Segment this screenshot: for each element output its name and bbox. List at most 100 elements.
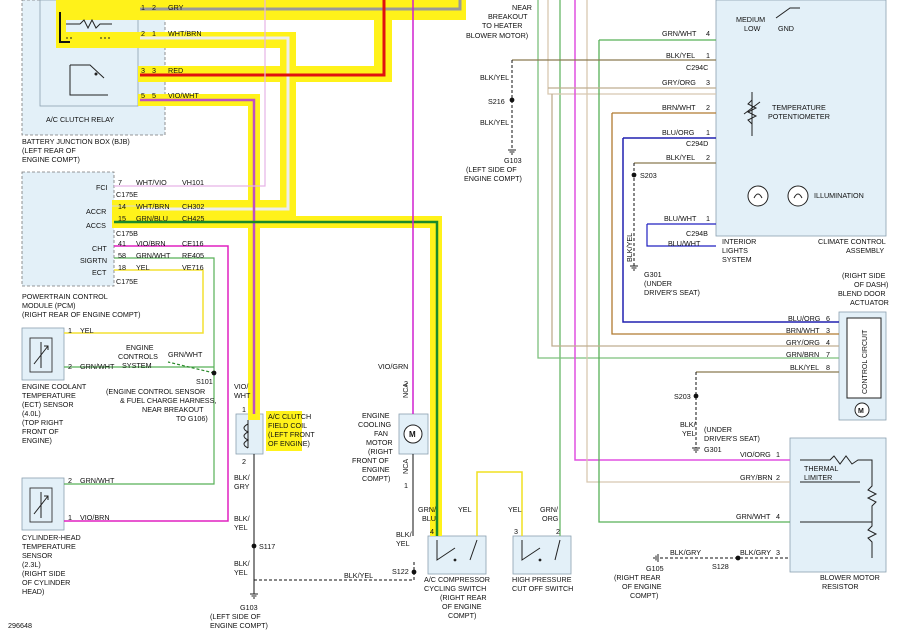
svg-text:LOW: LOW: [744, 24, 761, 33]
svg-text:2: 2: [556, 527, 560, 536]
svg-text:M: M: [409, 430, 416, 439]
svg-text:S203: S203: [674, 392, 691, 401]
fan-motor-labels: VIO/GRN 2 NCA NCA 1 BLK/ YEL ENGINE COOL…: [352, 362, 412, 548]
svg-text:POTENTIOMETER: POTENTIOMETER: [768, 112, 830, 121]
relay-pin3-color: RED: [168, 66, 183, 75]
s216-labels: BLK/YEL S216 BLK/YEL G103 (LEFT SIDE OF …: [464, 73, 522, 183]
svg-text:ENGINE): ENGINE): [22, 436, 52, 445]
svg-text:TEMPERATURE: TEMPERATURE: [22, 391, 76, 400]
svg-text:BLU/ORG: BLU/ORG: [788, 314, 821, 323]
svg-text:TO G106): TO G106): [176, 414, 208, 423]
svg-text:G103: G103: [240, 603, 258, 612]
svg-text:GRN/WHT: GRN/WHT: [168, 350, 203, 359]
svg-text:CHT: CHT: [92, 244, 107, 253]
svg-text:& FUEL CHARGE HARNESS,: & FUEL CHARGE HARNESS,: [120, 396, 216, 405]
svg-text:GRY/ORG: GRY/ORG: [662, 78, 696, 87]
svg-text:ORG: ORG: [542, 514, 559, 523]
svg-text:FRONT OF: FRONT OF: [352, 456, 389, 465]
svg-text:BLK/: BLK/: [234, 473, 250, 482]
svg-text:2: 2: [706, 153, 710, 162]
svg-text:SYSTEM: SYSTEM: [122, 361, 152, 370]
svg-text:ENGINE: ENGINE: [362, 465, 390, 474]
svg-text:A/C CLUTCH: A/C CLUTCH: [268, 412, 311, 421]
svg-text:BLK/YEL: BLK/YEL: [666, 153, 695, 162]
svg-text:OF DASH): OF DASH): [854, 280, 888, 289]
wires: [59, 0, 839, 594]
svg-text:ACTUATOR: ACTUATOR: [850, 298, 889, 307]
hp-switch-box: [512, 535, 572, 575]
blk-yel-bottom-label: BLK/YEL: [344, 571, 373, 580]
clutch-coil-icon: [243, 420, 250, 449]
svg-text:FCI: FCI: [96, 183, 108, 192]
svg-text:ENGINE: ENGINE: [362, 411, 390, 420]
svg-text:FIELD COIL: FIELD COIL: [268, 421, 307, 430]
blend-door-labels: (RIGHT SIDE OF DASH) BLEND DOOR ACTUATOR…: [674, 271, 889, 454]
splice-dots: [211, 97, 741, 575]
svg-text:C175E: C175E: [116, 277, 138, 286]
svg-text:ENGINE COOLANT: ENGINE COOLANT: [22, 382, 87, 391]
svg-text:G103: G103: [504, 156, 522, 165]
svg-text:14: 14: [118, 202, 126, 211]
svg-text:S216: S216: [488, 97, 505, 106]
svg-text:BLK/GRY: BLK/GRY: [670, 548, 701, 557]
temp-potentiometer-icon: [743, 92, 761, 136]
svg-text:1: 1: [776, 450, 780, 459]
blower-resistor-internals: [800, 455, 878, 558]
svg-text:BLK/YEL: BLK/YEL: [480, 73, 509, 82]
svg-text:CONTROLS: CONTROLS: [118, 352, 158, 361]
svg-text:(UNDER: (UNDER: [704, 425, 732, 434]
cycling-switch-icon: [436, 539, 478, 562]
svg-text:(RIGHT SIDE: (RIGHT SIDE: [22, 569, 66, 578]
svg-text:1: 1: [706, 128, 710, 137]
svg-text:(ECT) SENSOR: (ECT) SENSOR: [22, 400, 74, 409]
engine-controls-label: ENGINE CONTROLS SYSTEM GRN/WHT S101 (ENG…: [106, 343, 216, 423]
svg-text:ENGINE COMPT): ENGINE COMPT): [464, 174, 522, 183]
svg-text:NCA: NCA: [401, 459, 410, 474]
svg-text:1: 1: [242, 405, 246, 414]
svg-text:OF ENGINE: OF ENGINE: [622, 582, 662, 591]
svg-text:C294B: C294B: [686, 229, 708, 238]
blower-switch-icon: [775, 7, 800, 19]
svg-text:BLK/YEL: BLK/YEL: [480, 118, 509, 127]
svg-text:GRN/WHT: GRN/WHT: [736, 512, 771, 521]
svg-text:BLU: BLU: [422, 514, 436, 523]
relay-pin3-cav: 3: [152, 66, 156, 75]
svg-text:MOTOR: MOTOR: [366, 438, 393, 447]
climate-top-labels: MEDIUM LOW GND GRN/WHT 4 BLK/YEL 1 C294C…: [625, 15, 886, 297]
svg-text:COMPT): COMPT): [448, 611, 476, 620]
svg-text:ENGINE: ENGINE: [126, 343, 154, 352]
bjb-line2: (LEFT REAR OF: [22, 146, 76, 155]
svg-text:NCA: NCA: [401, 383, 410, 398]
svg-text:7: 7: [118, 178, 122, 187]
svg-text:GND: GND: [778, 24, 794, 33]
svg-text:1: 1: [706, 51, 710, 60]
svg-text:THERMAL: THERMAL: [804, 464, 838, 473]
svg-text:YEL: YEL: [682, 429, 696, 438]
svg-text:3: 3: [776, 548, 780, 557]
svg-text:58: 58: [118, 251, 126, 260]
svg-text:ACCS: ACCS: [86, 221, 106, 230]
pcm-box: [21, 171, 115, 287]
svg-text:BLOWER MOTOR: BLOWER MOTOR: [820, 573, 880, 582]
svg-text:S101: S101: [196, 377, 213, 386]
svg-text:7: 7: [826, 350, 830, 359]
bjb-line3: ENGINE COMPT): [22, 155, 80, 164]
svg-text:(RIGHT: (RIGHT: [368, 447, 393, 456]
svg-text:GRN/: GRN/: [540, 505, 558, 514]
svg-text:A/C COMPRESSOR: A/C COMPRESSOR: [424, 575, 490, 584]
clutch-coil-box: [235, 413, 264, 455]
cht-pin1-color: VIO/BRN: [80, 513, 110, 522]
svg-text:ECT: ECT: [92, 268, 107, 277]
svg-text:YEL: YEL: [508, 505, 522, 514]
svg-text:CE116: CE116: [182, 239, 203, 248]
svg-text:CONTROL CIRCUIT: CONTROL CIRCUIT: [862, 329, 869, 394]
pcm-line3: (RIGHT REAR OF ENGINE COMPT): [22, 310, 140, 319]
cht-pin2-color: GRN/WHT: [80, 476, 115, 485]
svg-text:YEL: YEL: [136, 263, 150, 272]
ect-pin1: 1: [68, 326, 72, 335]
svg-text:OF ENGINE): OF ENGINE): [268, 439, 310, 448]
svg-text:S128: S128: [712, 562, 729, 571]
relay-pin2-cav: 1: [152, 29, 156, 38]
svg-text:ILLUMINATION: ILLUMINATION: [814, 191, 864, 200]
svg-text:2: 2: [404, 379, 408, 388]
